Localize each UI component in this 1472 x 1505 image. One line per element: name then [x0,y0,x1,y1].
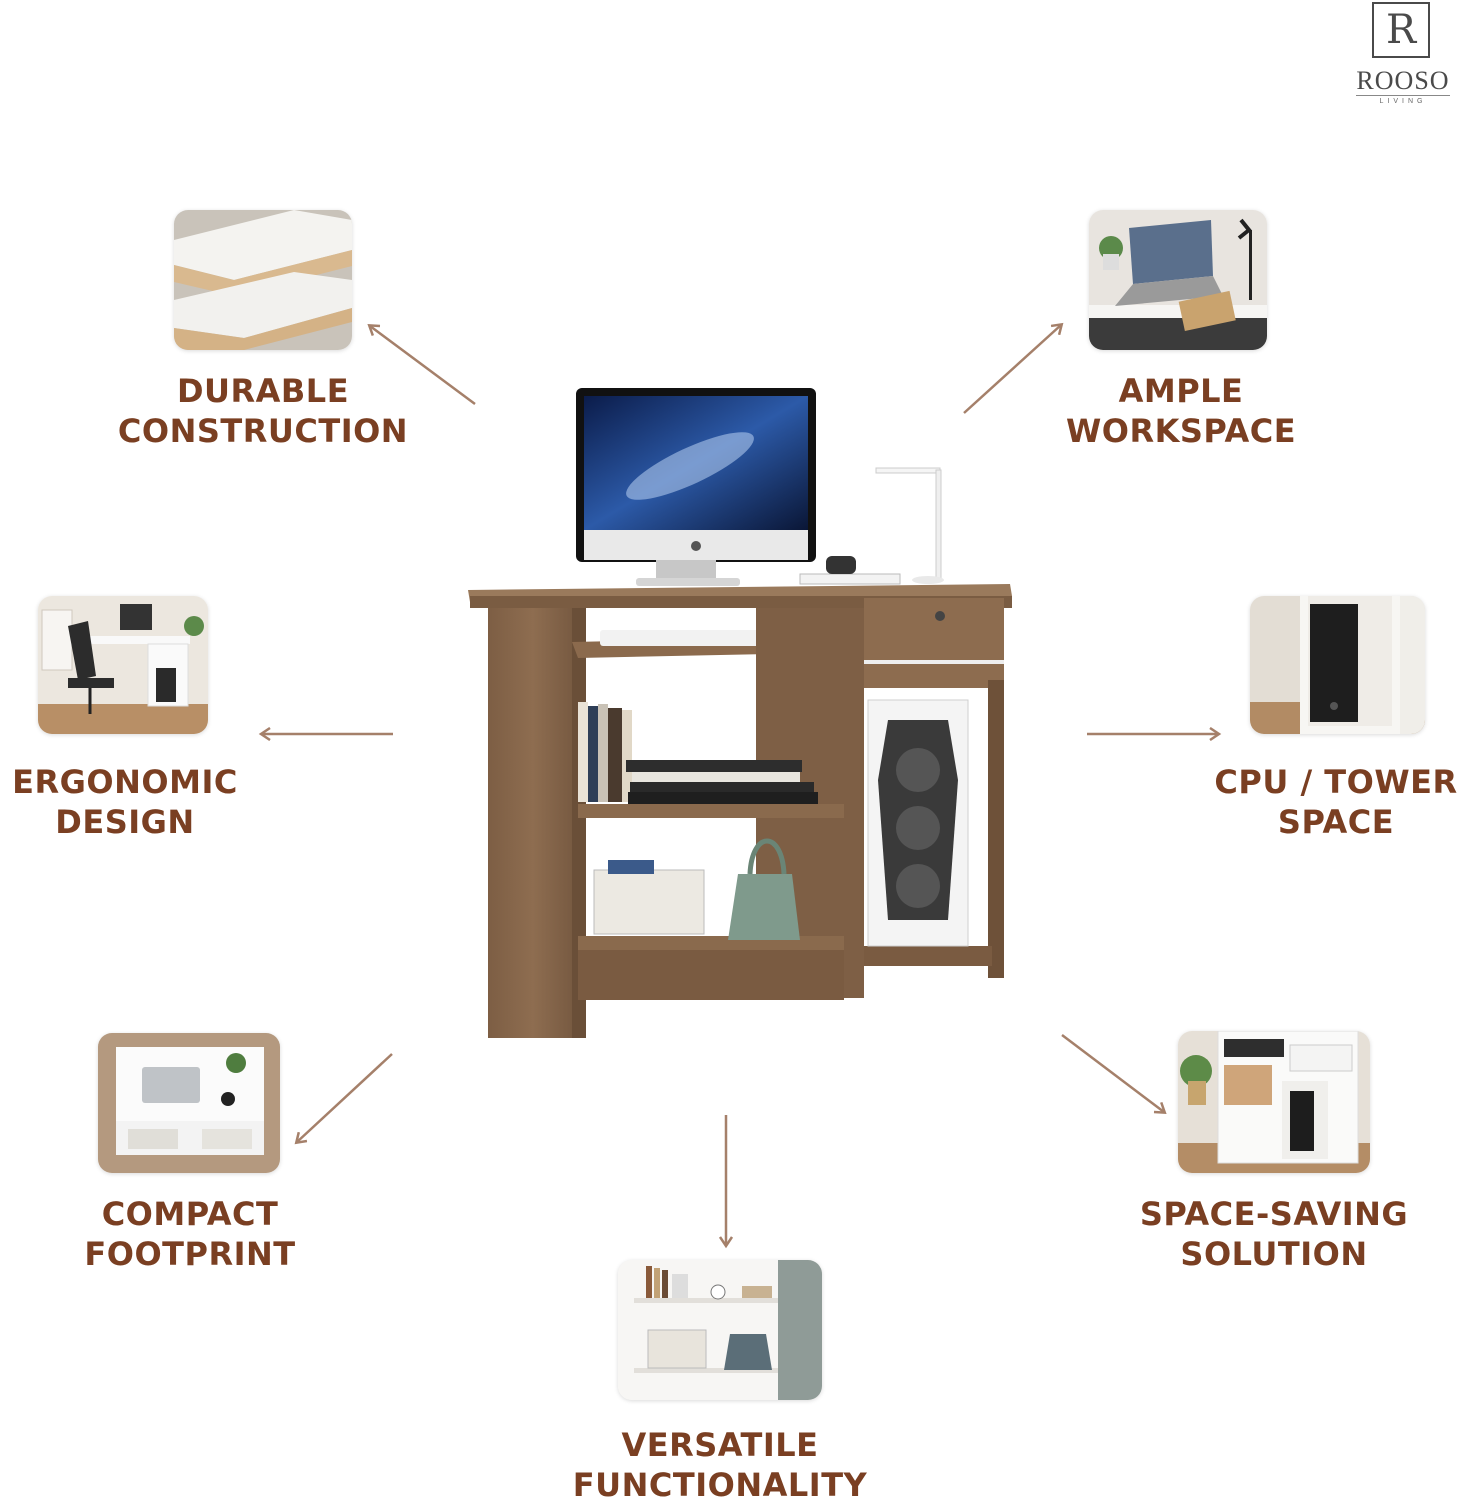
feature-compact: COMPACT FOOTPRINT [76,1194,304,1274]
shelves-image [618,1260,822,1400]
brand-logo: R ROOSO LIVING [1336,2,1472,106]
logo-name: ROOSO [1356,66,1450,95]
feature-ergonomic: ERGONOMIC DESIGN [0,762,250,842]
feature-compact-line1: COMPACT [101,1195,279,1233]
feature-versatile-line1: VERSATILE [621,1426,819,1464]
feature-ergonomic-line1: ERGONOMIC [12,763,238,801]
laptop-desk-image [1089,210,1267,350]
office-chair-desk-image [38,596,208,734]
feature-cpu: CPU / TOWER SPACE [1200,762,1472,842]
feature-cpu-line2: SPACE [1277,803,1395,841]
cpu-cabinet-image [1250,596,1425,734]
feature-ample-line2: WORKSPACE [1065,412,1297,450]
computer-desk-image [468,388,1012,1038]
arrow-compact [297,1053,393,1142]
feature-ergonomic-line2: DESIGN [55,803,195,841]
feature-durable: DURABLE CONSTRUCTION [110,371,416,451]
logo-monogram: R [1372,2,1430,58]
feature-cpu-line1: CPU / TOWER [1214,763,1458,801]
feature-versatile: VERSATILE FUNCTIONALITY [556,1425,884,1505]
feature-spacesaving: SPACE-SAVING SOLUTION [1128,1194,1420,1274]
top-view-desk-image [98,1033,280,1173]
feature-durable-line1: DURABLE [176,372,350,410]
feature-ample-line1: AMPLE [1118,372,1244,410]
particle-board-image [174,210,352,350]
logo-tagline: LIVING [1356,95,1450,106]
feature-spacesaving-line1: SPACE-SAVING [1139,1195,1409,1233]
feature-spacesaving-line2: SOLUTION [1180,1235,1368,1273]
feature-compact-line2: FOOTPRINT [84,1235,296,1273]
feature-ample: AMPLE WORKSPACE [1052,371,1310,451]
feature-versatile-line2: FUNCTIONALITY [572,1466,868,1504]
white-desk-image [1178,1031,1370,1173]
arrow-spacesaving [1061,1034,1164,1112]
feature-durable-line2: CONSTRUCTION [117,412,409,450]
